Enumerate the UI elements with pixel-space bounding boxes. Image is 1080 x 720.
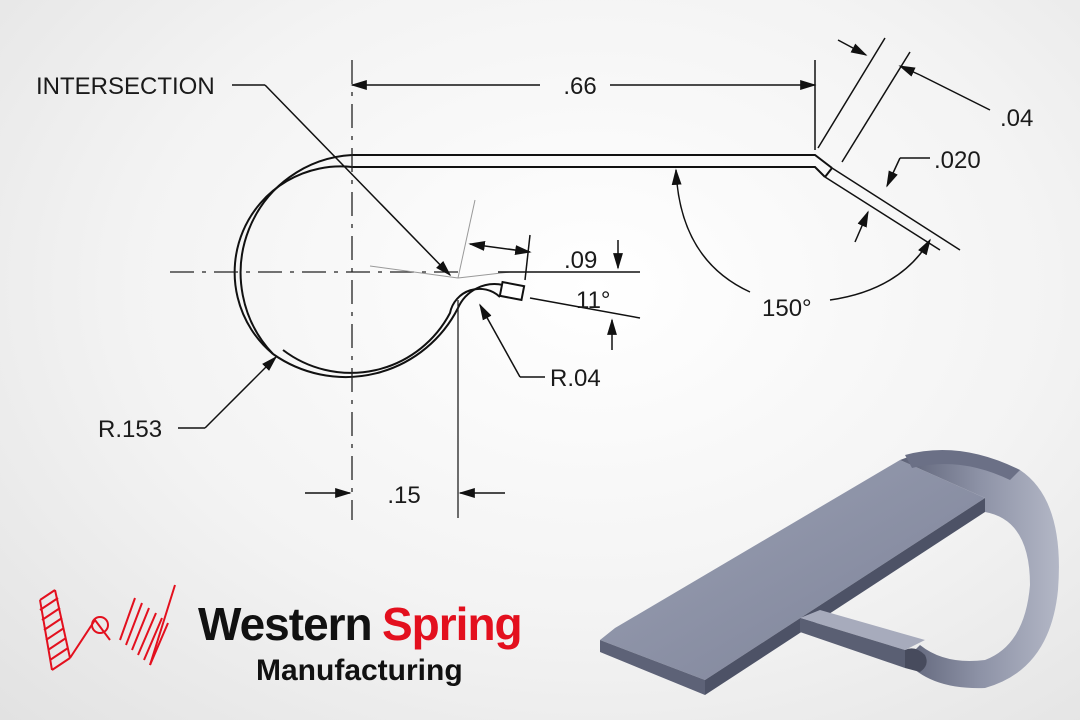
thickness-label: .020 [934,147,981,174]
center-offset-label: .15 [387,482,420,509]
logo-word-western: Western [198,598,372,650]
clip-3d-render [600,450,1059,695]
centerlines [170,60,460,520]
length-label: .66 [563,73,596,100]
intersection-label: INTERSECTION [36,73,215,100]
tip-angle-label: 11° [576,287,611,314]
main-radius-label: R.153 [98,416,162,443]
clip-profile [233,154,833,378]
bend-angle-label: 150° [762,295,812,322]
intersection-leader [232,84,452,277]
tip-offset-label: .09 [564,247,597,274]
length-dimension [350,60,817,150]
tip-radius-leader [479,303,545,378]
tip-radius-label: R.04 [550,365,601,392]
spring-logo-icon [39,584,176,671]
logo-word-spring: Spring [382,598,522,650]
logo-word-manufacturing: Manufacturing [256,654,463,687]
tip-offset-dimension [468,234,641,350]
company-logo: Western Spring Manufacturing [39,584,523,687]
tab-length-dimension [817,37,991,163]
thickness-dimension [824,157,961,251]
tab-length-label: .04 [1000,105,1033,132]
main-radius-leader [178,355,278,429]
bend-angle-dimension [671,168,931,301]
intersection-construction [369,199,511,279]
